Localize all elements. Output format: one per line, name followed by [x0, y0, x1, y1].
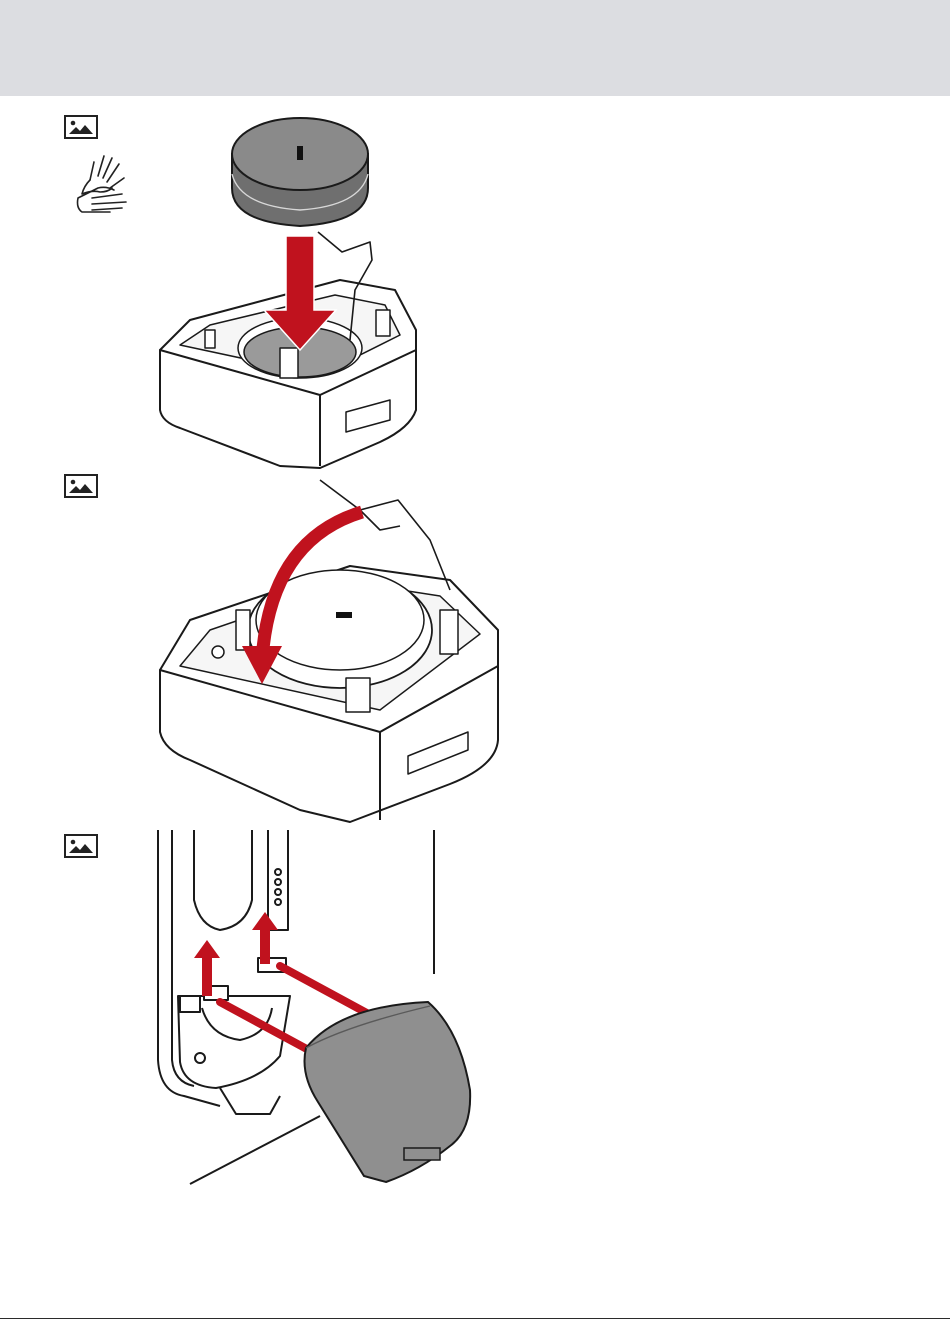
footer-rule: [0, 1318, 950, 1319]
header-band: [0, 0, 950, 96]
attach-cover-illustration: [150, 830, 490, 1190]
image-icon: [64, 834, 98, 858]
close-clip-illustration: [150, 470, 510, 830]
image-icon: [64, 474, 98, 498]
image-icon: [64, 115, 98, 139]
insert-cartridge-illustration: [150, 110, 440, 470]
protective-gloves-icon: [70, 150, 136, 216]
